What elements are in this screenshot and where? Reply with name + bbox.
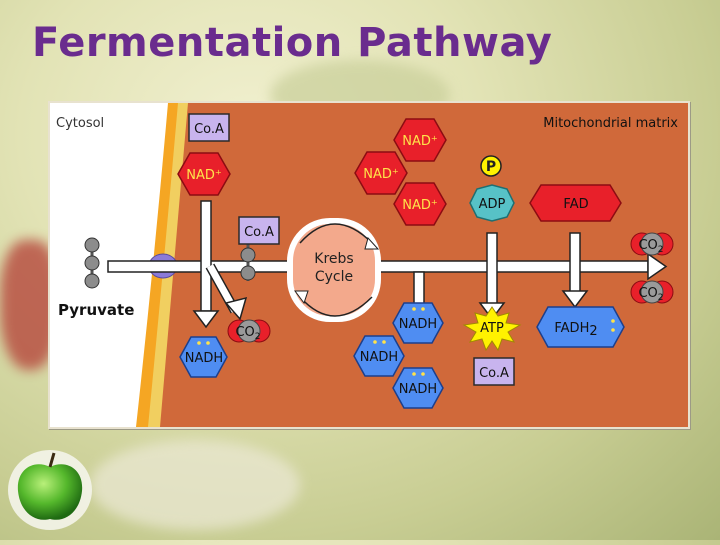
pyruvate-molecule-icon — [84, 237, 100, 289]
nadh-label: NADH — [185, 351, 223, 366]
svg-text:FADH2: FADH2 — [554, 321, 597, 339]
nad-plus-label: NAD⁺ — [402, 198, 438, 213]
fadh2-label: FADH — [554, 321, 589, 336]
coa-label: Co.A — [194, 122, 224, 137]
co2-release-arrowhead — [224, 296, 248, 321]
phosphate-icon: P — [480, 155, 502, 177]
co2-label: CO — [235, 325, 254, 340]
slide-title: Fermentation Pathway — [32, 20, 553, 66]
apple-image — [8, 450, 92, 530]
co2-subscript: 2 — [255, 332, 261, 342]
krebs-cycle-label-line2: Cycle — [315, 269, 353, 285]
nadh-label: NADH — [399, 382, 437, 397]
matrix-label: Mitochondrial matrix — [543, 116, 678, 131]
nadh-label: NADH — [399, 317, 437, 332]
co2-subscript: 2 — [658, 293, 664, 303]
nad-plus-label: NAD⁺ — [186, 168, 222, 183]
adp-label: ADP — [479, 197, 506, 212]
phosphate-label: P — [486, 159, 496, 175]
nadh-arrowhead — [192, 310, 220, 329]
nad-plus-hexagon: NAD⁺ — [177, 152, 231, 196]
coa-label: Co.A — [479, 366, 509, 381]
krebs-cycle: Krebs Cycle — [287, 218, 381, 322]
fadh2-subscript: 2 — [589, 324, 597, 339]
nadh-label: NADH — [360, 350, 398, 365]
coa-box-top: Co.A — [188, 113, 230, 142]
coa-box-bottom: Co.A — [473, 357, 515, 386]
nad-plus-hexagon: NAD⁺ — [354, 151, 408, 195]
pyruvate-label: Pyruvate — [58, 301, 134, 319]
nad-plus-hexagon: NAD⁺ — [393, 118, 447, 162]
nadh-hexagon: NADH — [392, 367, 444, 409]
nad-plus-hexagon: NAD⁺ — [393, 182, 447, 226]
coa-box-mid: Co.A — [238, 216, 280, 245]
nadh-hexagon: NADH — [353, 335, 405, 377]
nad-plus-label: NAD⁺ — [363, 167, 399, 182]
svg-text:CO2: CO2 — [235, 325, 260, 342]
background-glass-stem — [90, 440, 300, 530]
adp-molecule: ADP — [469, 184, 515, 222]
co2-molecule: CO2 — [630, 232, 674, 256]
fadh2-down-arrowhead — [561, 290, 589, 309]
fad-label: FAD — [563, 197, 588, 212]
nadh-hexagon: NADH — [392, 302, 444, 344]
atp-molecule: ATP — [462, 306, 522, 352]
krebs-cycle-diagram: Cytosol Mitochondrial matrix Pyruvate — [48, 101, 690, 429]
fad-hexagon: FAD — [529, 184, 622, 222]
krebs-cycle-label-line1: Krebs — [314, 251, 353, 267]
co2-subscript: 2 — [658, 245, 664, 255]
nadh-hexagon: NADH — [179, 336, 228, 378]
co2-molecule: CO2 — [630, 280, 674, 304]
fadh2-hexagon: FADH2 — [536, 306, 625, 348]
co2-label: CO — [638, 238, 657, 253]
nad-to-nadh-arrow — [200, 200, 212, 312]
atp-label: ATP — [480, 321, 504, 336]
coa-label: Co.A — [244, 225, 274, 240]
svg-text:CO2: CO2 — [638, 238, 663, 255]
co2-label: CO — [638, 286, 657, 301]
main-flow-arrowhead — [647, 252, 668, 281]
co2-molecule: CO2 — [227, 319, 271, 343]
cytosol-label: Cytosol — [56, 116, 104, 131]
acetyl-coa-icon — [240, 241, 256, 281]
nad-plus-label: NAD⁺ — [402, 134, 438, 149]
svg-text:CO2: CO2 — [638, 286, 663, 303]
diagram-canvas: Cytosol Mitochondrial matrix Pyruvate — [50, 103, 688, 427]
